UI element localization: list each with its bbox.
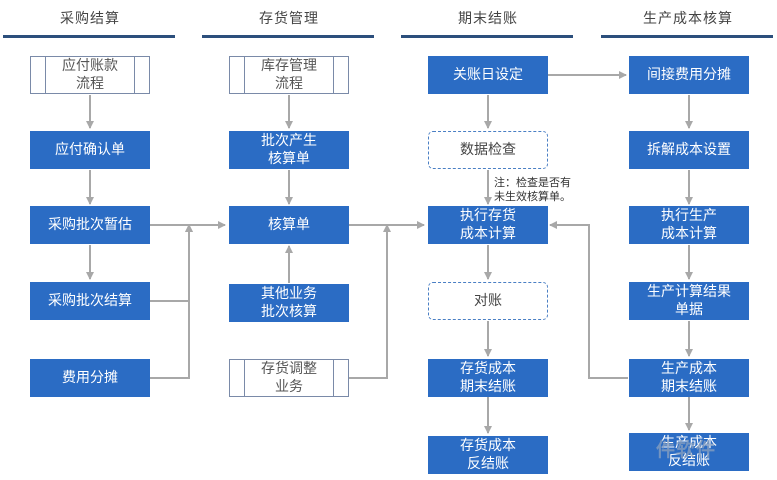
node-batch-settle[interactable]: 采购批次结算 <box>30 282 150 320</box>
node-indirect-alloc[interactable]: 间接费用分摊 <box>629 56 749 94</box>
node-data-check[interactable]: 数据检查 <box>428 131 548 169</box>
node-ap-confirm[interactable]: 应付确认单 <box>30 131 150 169</box>
node-close-date[interactable]: 关账日设定 <box>428 56 548 94</box>
node-inventory-flow[interactable]: 库存管理 流程 <box>229 56 349 94</box>
header-period-end-close: 期末结账 <box>458 11 518 27</box>
node-inventory-close[interactable]: 存货成本 期末结账 <box>428 359 548 397</box>
header-underline-purchase <box>3 35 175 38</box>
data-check-note: 注：检查是否有 未生效核算单。 <box>494 176 571 203</box>
arrow-settle-merge <box>150 224 193 302</box>
header-purchase-settlement: 采购结算 <box>60 11 120 27</box>
header-underline-production <box>601 35 773 38</box>
header-underline-period-end <box>401 35 573 38</box>
node-inventory-adjust[interactable]: 存货调整 业务 <box>229 359 349 397</box>
node-production-result[interactable]: 生产计算结果 单据 <box>629 282 749 320</box>
node-accounting-doc[interactable]: 核算单 <box>229 206 349 244</box>
arrow-expense-merge <box>150 224 193 379</box>
node-ap-flow[interactable]: 应付账款 流程 <box>30 56 150 94</box>
node-inventory-reverse-close[interactable]: 存货成本 反结账 <box>428 436 548 474</box>
node-batch-estimate[interactable]: 采购批次暂估 <box>30 206 150 244</box>
node-production-reverse-close[interactable]: 生产成本 反结账 <box>629 433 749 471</box>
node-batch-generate[interactable]: 批次产生 核算单 <box>229 131 349 169</box>
node-run-production-cost[interactable]: 执行生产 成本计算 <box>629 206 749 244</box>
header-underline-inventory <box>202 35 374 38</box>
watermark: 件软件 <box>656 439 717 461</box>
arrow-adjust-merge <box>349 224 391 379</box>
header-inventory-management: 存货管理 <box>259 11 319 27</box>
node-production-close[interactable]: 生产成本 期末结账 <box>629 359 749 397</box>
node-run-inventory-cost[interactable]: 执行存货 成本计算 <box>428 206 548 244</box>
header-production-cost: 生产成本核算 <box>643 11 733 27</box>
node-reconcile[interactable]: 对账 <box>428 282 548 320</box>
arrow-prod-close-to-run-cost <box>549 221 628 379</box>
node-expense-alloc[interactable]: 费用分摊 <box>30 359 150 397</box>
node-other-business[interactable]: 其他业务 批次核算 <box>229 284 349 322</box>
node-split-cost-setting[interactable]: 拆解成本设置 <box>629 131 749 169</box>
